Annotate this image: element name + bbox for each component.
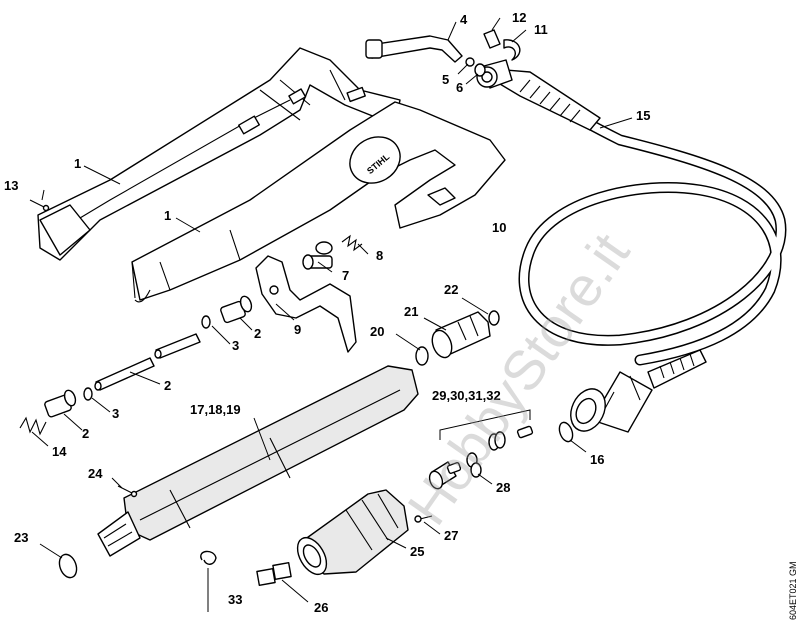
callout-5: 5 [442, 72, 449, 87]
callout-21: 21 [404, 304, 418, 319]
callout-10: 10 [492, 220, 506, 235]
callout-15: 15 [636, 108, 650, 123]
callout-3a: 3 [232, 338, 239, 353]
part-21-valve [431, 311, 491, 359]
callout-2b: 2 [164, 378, 171, 393]
part-3-ring-a [201, 315, 211, 329]
part-20-ring [415, 346, 429, 366]
callout-7: 7 [342, 268, 349, 283]
drawing-code: 604ET021 GM [788, 561, 798, 620]
callout-8: 8 [376, 248, 383, 263]
callout-29-32: 29,30,31,32 [432, 388, 501, 403]
part-28-oring [470, 462, 482, 478]
callouts: 1 1 2 2 2 3 3 4 5 6 7 8 9 10 11 12 13 14… [4, 10, 650, 615]
watermark: HobbyStore.it [395, 221, 641, 535]
part-2-sleeve-b [44, 389, 77, 418]
bracket-29-32 [439, 409, 531, 440]
callout-16: 16 [590, 452, 604, 467]
hose-nut [570, 371, 653, 433]
callout-26: 26 [314, 600, 328, 615]
callout-27: 27 [444, 528, 458, 543]
part-2-pin-a [154, 333, 201, 359]
part-6-oring [474, 63, 486, 77]
part-22-oring [488, 310, 500, 326]
part-31-spring [488, 431, 506, 451]
part-8-spring [341, 234, 363, 252]
part-4-elbow [365, 35, 463, 63]
part-17-lance [97, 365, 419, 557]
hose-coil [476, 59, 787, 433]
callout-25: 25 [410, 544, 424, 559]
callout-20: 20 [370, 324, 384, 339]
part-12-clip [483, 29, 501, 49]
part-25-nozzle-head [296, 489, 409, 576]
callout-22: 22 [444, 282, 458, 297]
callout-13: 13 [4, 178, 18, 193]
callout-24: 24 [88, 466, 103, 481]
part-32-pin [516, 425, 534, 439]
part-9-trigger [255, 255, 357, 353]
callout-1a: 1 [74, 156, 81, 171]
hose-top-fitting [476, 59, 513, 89]
part-26-label [256, 562, 292, 586]
part-29-nozzle [428, 461, 462, 490]
callout-3b: 3 [112, 406, 119, 421]
callout-12: 12 [512, 10, 526, 25]
callout-1b: 1 [164, 208, 171, 223]
callout-2a: 2 [254, 326, 261, 341]
callout-28: 28 [496, 480, 510, 495]
part-11-clip [503, 39, 521, 61]
callout-14: 14 [52, 444, 67, 459]
callout-4: 4 [460, 12, 468, 27]
hose-spring-top [499, 69, 601, 131]
handle-half [37, 47, 401, 261]
part-2-sleeve-a [220, 295, 253, 324]
part-23-oring [58, 553, 78, 579]
hose-spring-bottom [647, 349, 707, 389]
part-24-screw [117, 485, 138, 498]
leader-lines [31, 17, 633, 612]
part-13-screw [29, 199, 50, 212]
part-3-ring-b [83, 387, 93, 401]
part-2-pin-b [94, 357, 155, 391]
part-16-oring [558, 421, 574, 443]
callout-33: 33 [228, 592, 242, 607]
handle-trigger-body: STIHL [131, 101, 506, 303]
callout-2c: 2 [82, 426, 89, 441]
part-7-pin [302, 241, 333, 270]
part-27-screw [414, 515, 433, 523]
part-14-spring [19, 416, 47, 436]
callout-23: 23 [14, 530, 28, 545]
callout-6: 6 [456, 80, 463, 95]
callout-17-19: 17,18,19 [190, 402, 241, 417]
part-33-circlip [200, 550, 217, 565]
callout-9: 9 [294, 322, 301, 337]
callout-11: 11 [534, 22, 548, 37]
